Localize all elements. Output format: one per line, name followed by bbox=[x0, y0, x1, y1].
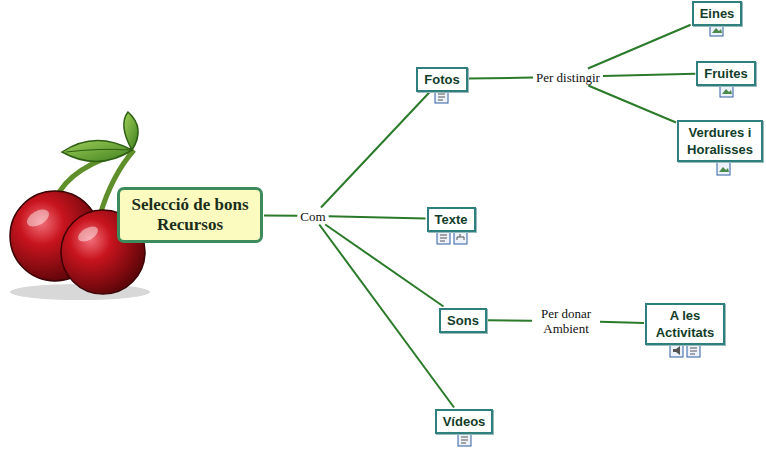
node-text: Per donar Ambient bbox=[535, 306, 597, 336]
connector bbox=[488, 320, 532, 321]
concept-box: Eines bbox=[692, 1, 743, 26]
node-text: Texte bbox=[435, 211, 468, 228]
connector bbox=[600, 322, 644, 323]
connector bbox=[469, 78, 533, 79]
node-text: Verdures i Horalisses bbox=[685, 124, 755, 158]
linking-phrase: Per distingir bbox=[534, 70, 602, 85]
linking-phrase: Per donar Ambient bbox=[533, 306, 599, 336]
connector bbox=[264, 215, 297, 216]
concept-box: Verdures i Horalisses bbox=[677, 120, 763, 162]
concept-box: Fruites bbox=[696, 61, 755, 86]
node-text: A les Activitats bbox=[653, 307, 717, 341]
node-text: Fotos bbox=[424, 71, 459, 88]
node-text: Eines bbox=[700, 5, 735, 22]
connector bbox=[325, 225, 443, 307]
node-text: Fruites bbox=[704, 65, 747, 82]
linking-phrase: Com bbox=[298, 209, 327, 224]
concept-box: Sons bbox=[439, 308, 487, 333]
connector bbox=[321, 93, 429, 208]
node-text: Com bbox=[300, 209, 325, 224]
main-concept: Selecció de bons Recursos bbox=[117, 187, 263, 243]
concept-box: Fotos bbox=[416, 67, 467, 92]
concept-box: A les Activitats bbox=[645, 303, 725, 345]
node-text: Selecció de bons Recursos bbox=[130, 195, 250, 235]
connector bbox=[588, 25, 691, 69]
node-text: Vídeos bbox=[443, 413, 486, 430]
concept-box: Vídeos bbox=[435, 409, 494, 434]
node-text: Sons bbox=[447, 312, 479, 329]
concept-box: Texte bbox=[427, 207, 476, 232]
connector bbox=[588, 86, 676, 123]
connector bbox=[603, 74, 695, 76]
connector bbox=[319, 225, 454, 408]
node-text: Per distingir bbox=[536, 70, 600, 85]
resource-icons bbox=[435, 23, 733, 446]
connector bbox=[329, 216, 426, 218]
